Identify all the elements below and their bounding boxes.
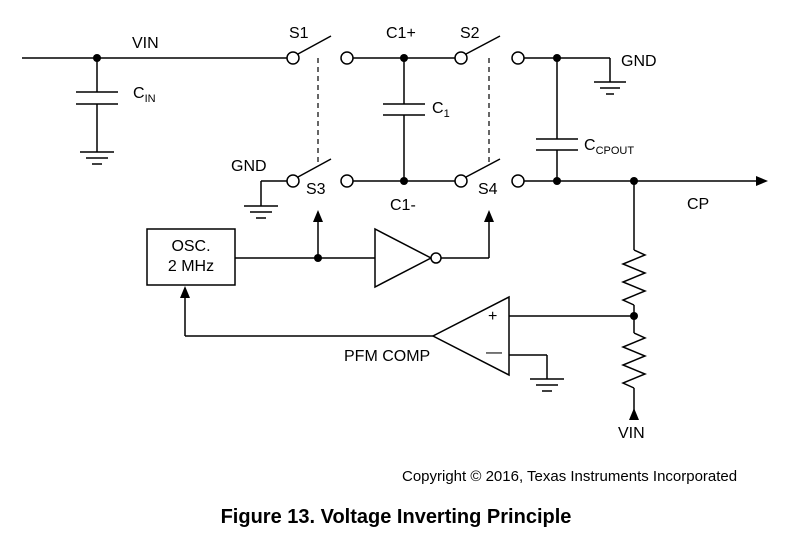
cp-label: CP xyxy=(687,196,709,213)
c1-capacitor xyxy=(383,58,425,181)
comp-minus-sign: — xyxy=(486,344,502,361)
c1-minus-label: C1- xyxy=(390,197,416,214)
s3-control-arrow xyxy=(313,210,323,258)
ccpout-capacitor xyxy=(536,58,578,181)
switch-s1 xyxy=(286,35,354,65)
comp-feedback-arrow xyxy=(180,286,433,337)
osc-label-line1: OSC. xyxy=(171,238,210,255)
cin-capacitor xyxy=(76,58,118,152)
cp-output-arrow xyxy=(756,176,768,186)
c1-plus-label: C1+ xyxy=(386,25,416,42)
osc-label-line2: 2 MHz xyxy=(168,258,214,275)
c1-label: C1 xyxy=(432,100,450,120)
switch-s2 xyxy=(454,35,525,65)
upper-resistor xyxy=(621,181,647,333)
s1-label: S1 xyxy=(289,25,309,42)
gnd-left-label: GND xyxy=(231,158,267,175)
pfm-comp-label: PFM COMP xyxy=(344,348,430,365)
ccpout-bottom-node xyxy=(553,177,561,185)
switch-s4 xyxy=(454,158,525,188)
ccpout-label: CCPOUT xyxy=(584,137,634,157)
comp-plus-sign: + xyxy=(488,308,497,325)
figure-caption: Figure 13. Voltage Inverting Principle xyxy=(221,506,572,528)
cin-ground-symbol xyxy=(80,151,114,165)
vin-top-label: VIN xyxy=(132,35,159,52)
gnd-top-label: GND xyxy=(621,53,657,70)
s4-label: S4 xyxy=(478,181,498,198)
top-ground-symbol xyxy=(594,58,626,95)
vin-bottom-arrow xyxy=(629,408,639,420)
pfm-comparator xyxy=(431,295,510,377)
vin-bottom-label: VIN xyxy=(618,425,645,442)
oscillator-block xyxy=(146,228,236,286)
c1-minus-node xyxy=(400,177,408,185)
s2-label: S2 xyxy=(460,25,480,42)
inverter-gate xyxy=(374,227,442,289)
s3-label: S3 xyxy=(306,181,326,198)
comp-ground-symbol xyxy=(509,354,564,392)
s4-control-arrow xyxy=(441,210,494,259)
left-ground-wire xyxy=(244,180,287,219)
switch-s3 xyxy=(286,158,354,188)
lower-resistor xyxy=(621,332,647,420)
copyright-notice: Copyright © 2016, Texas Instruments Inco… xyxy=(402,468,737,485)
cin-label: CIN xyxy=(133,85,156,105)
